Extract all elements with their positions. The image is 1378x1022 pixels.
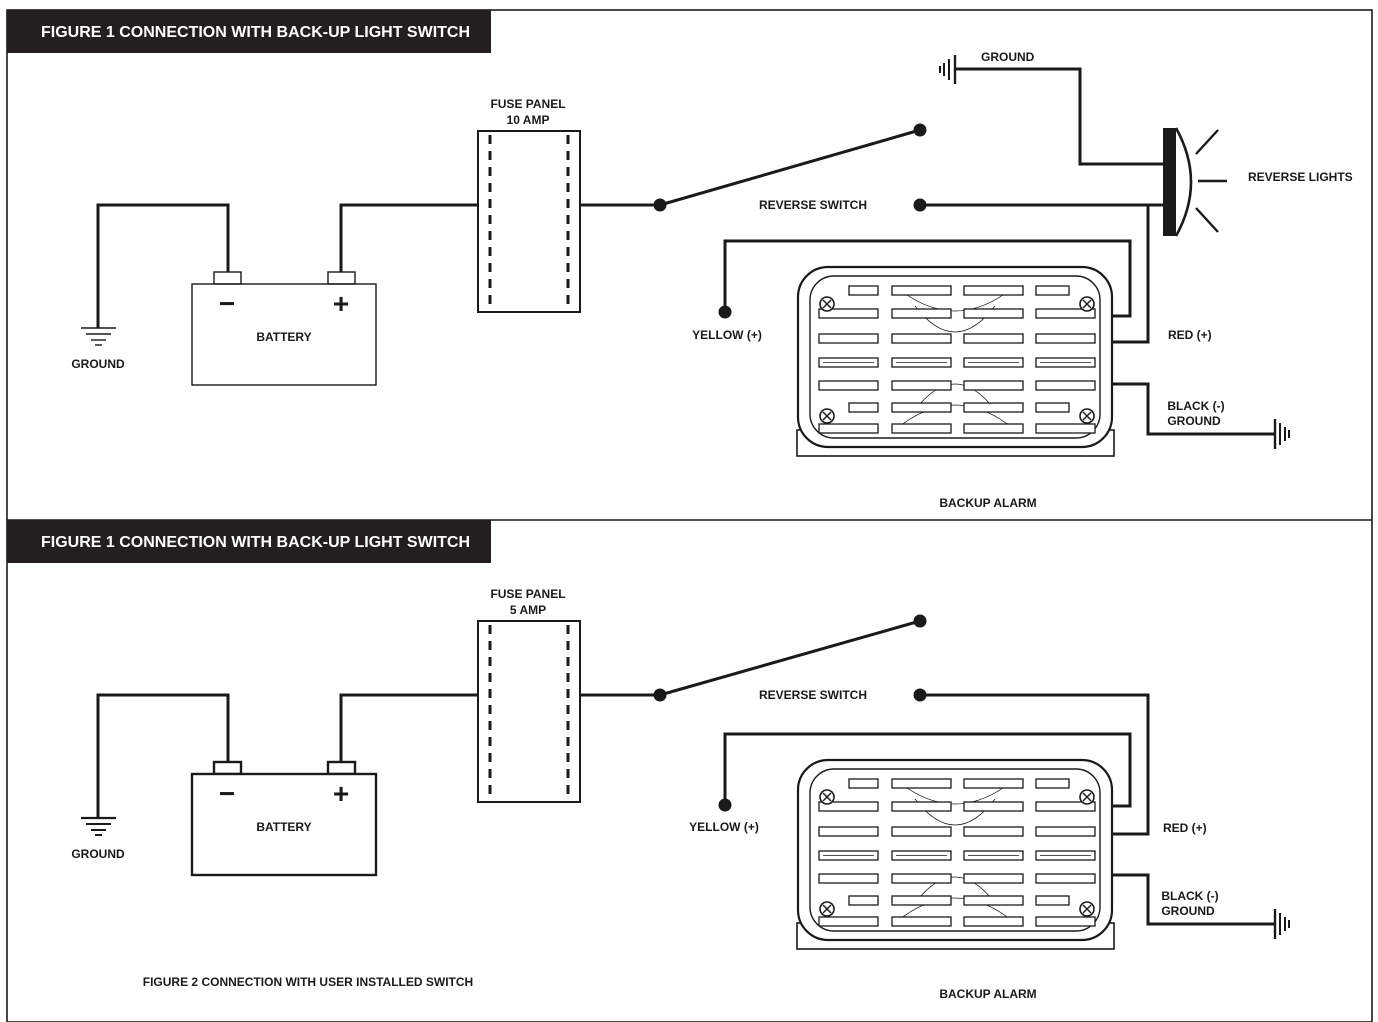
yellow-terminal [718,798,732,812]
wire-black [1110,382,1275,436]
backup-alarm-label: BACKUP ALARM [939,987,1036,1001]
fuse-amp-label: 10 AMP [507,113,550,127]
page-frame [6,9,1373,1022]
red-wire-label: RED (+) [1163,821,1207,835]
fuse-panel [477,620,581,803]
fuse-panel [477,130,581,313]
black-ground-label: GROUND [1161,904,1215,918]
wire-battery-positive-to-fuse [339,203,478,272]
battery-label: BATTERY [256,820,311,834]
ground-symbol-left [81,816,116,836]
ground-label-left: GROUND [71,357,125,371]
wire-battery-positive-to-fuse [339,693,478,762]
fuse-amp-label: 5 AMP [510,603,546,617]
fuse-panel-label: FUSE PANEL [490,587,565,601]
ground-symbol-black [1273,909,1290,939]
wire-ground-to-reverse-light [955,67,1165,166]
wire-yellow [723,732,1132,808]
reverse-switch-label: REVERSE SWITCH [759,198,867,212]
wire-red [920,693,1150,836]
battery [190,760,378,877]
ground-symbol-left [81,327,116,346]
black-ground-label: GROUND [1167,414,1221,428]
battery-positive-sign: + [333,778,349,809]
battery-negative-sign: − [219,288,235,319]
backup-alarm-label: BACKUP ALARM [939,496,1036,510]
battery-negative-sign: − [219,778,235,809]
figure-2-header-text: FIGURE 1 CONNECTION WITH BACK-UP LIGHT S… [41,534,470,551]
wire-black [1110,873,1275,926]
red-wire-label: RED (+) [1168,328,1212,342]
backup-alarm [796,265,1115,457]
reverse-lights-label: REVERSE LIGHTS [1248,170,1353,184]
backup-alarm [796,758,1115,950]
reverse-switch-label: REVERSE SWITCH [759,688,867,702]
yellow-wire-label: YELLOW (+) [689,820,759,834]
fuse-panel-label: FUSE PANEL [490,97,565,111]
reverse-light [1163,127,1227,237]
reverse-switch [653,123,927,212]
figure-1-header-text: FIGURE 1 CONNECTION WITH BACK-UP LIGHT S… [41,24,470,41]
figure-2-panel: FIGURE 1 CONNECTION WITH BACK-UP LIGHT S… [7,520,1290,1001]
black-wire-label: BLACK (-) [1161,889,1218,903]
wire-red [1110,205,1150,344]
ground-symbol-black [1273,419,1290,449]
wire-yellow [723,239,1132,318]
ground-label-top: GROUND [981,50,1035,64]
yellow-wire-label: YELLOW (+) [692,328,762,342]
ground-symbol-top [939,55,957,84]
black-wire-label: BLACK (-) [1167,399,1224,413]
yellow-terminal [718,305,732,319]
wire-ground-to-battery-negative [96,203,230,328]
ground-label-left: GROUND [71,847,125,861]
figure-2-caption: FIGURE 2 CONNECTION WITH USER INSTALLED … [143,975,473,989]
figure-2-header: FIGURE 1 CONNECTION WITH BACK-UP LIGHT S… [7,520,491,563]
figure-1-panel: FIGURE 1 CONNECTION WITH BACK-UP LIGHT S… [7,10,1353,510]
figure-1-header: FIGURE 1 CONNECTION WITH BACK-UP LIGHT S… [7,10,491,53]
battery-positive-sign: + [333,288,349,319]
wire-ground-to-battery-negative [96,693,230,818]
battery [191,271,377,386]
battery-label: BATTERY [256,330,311,344]
